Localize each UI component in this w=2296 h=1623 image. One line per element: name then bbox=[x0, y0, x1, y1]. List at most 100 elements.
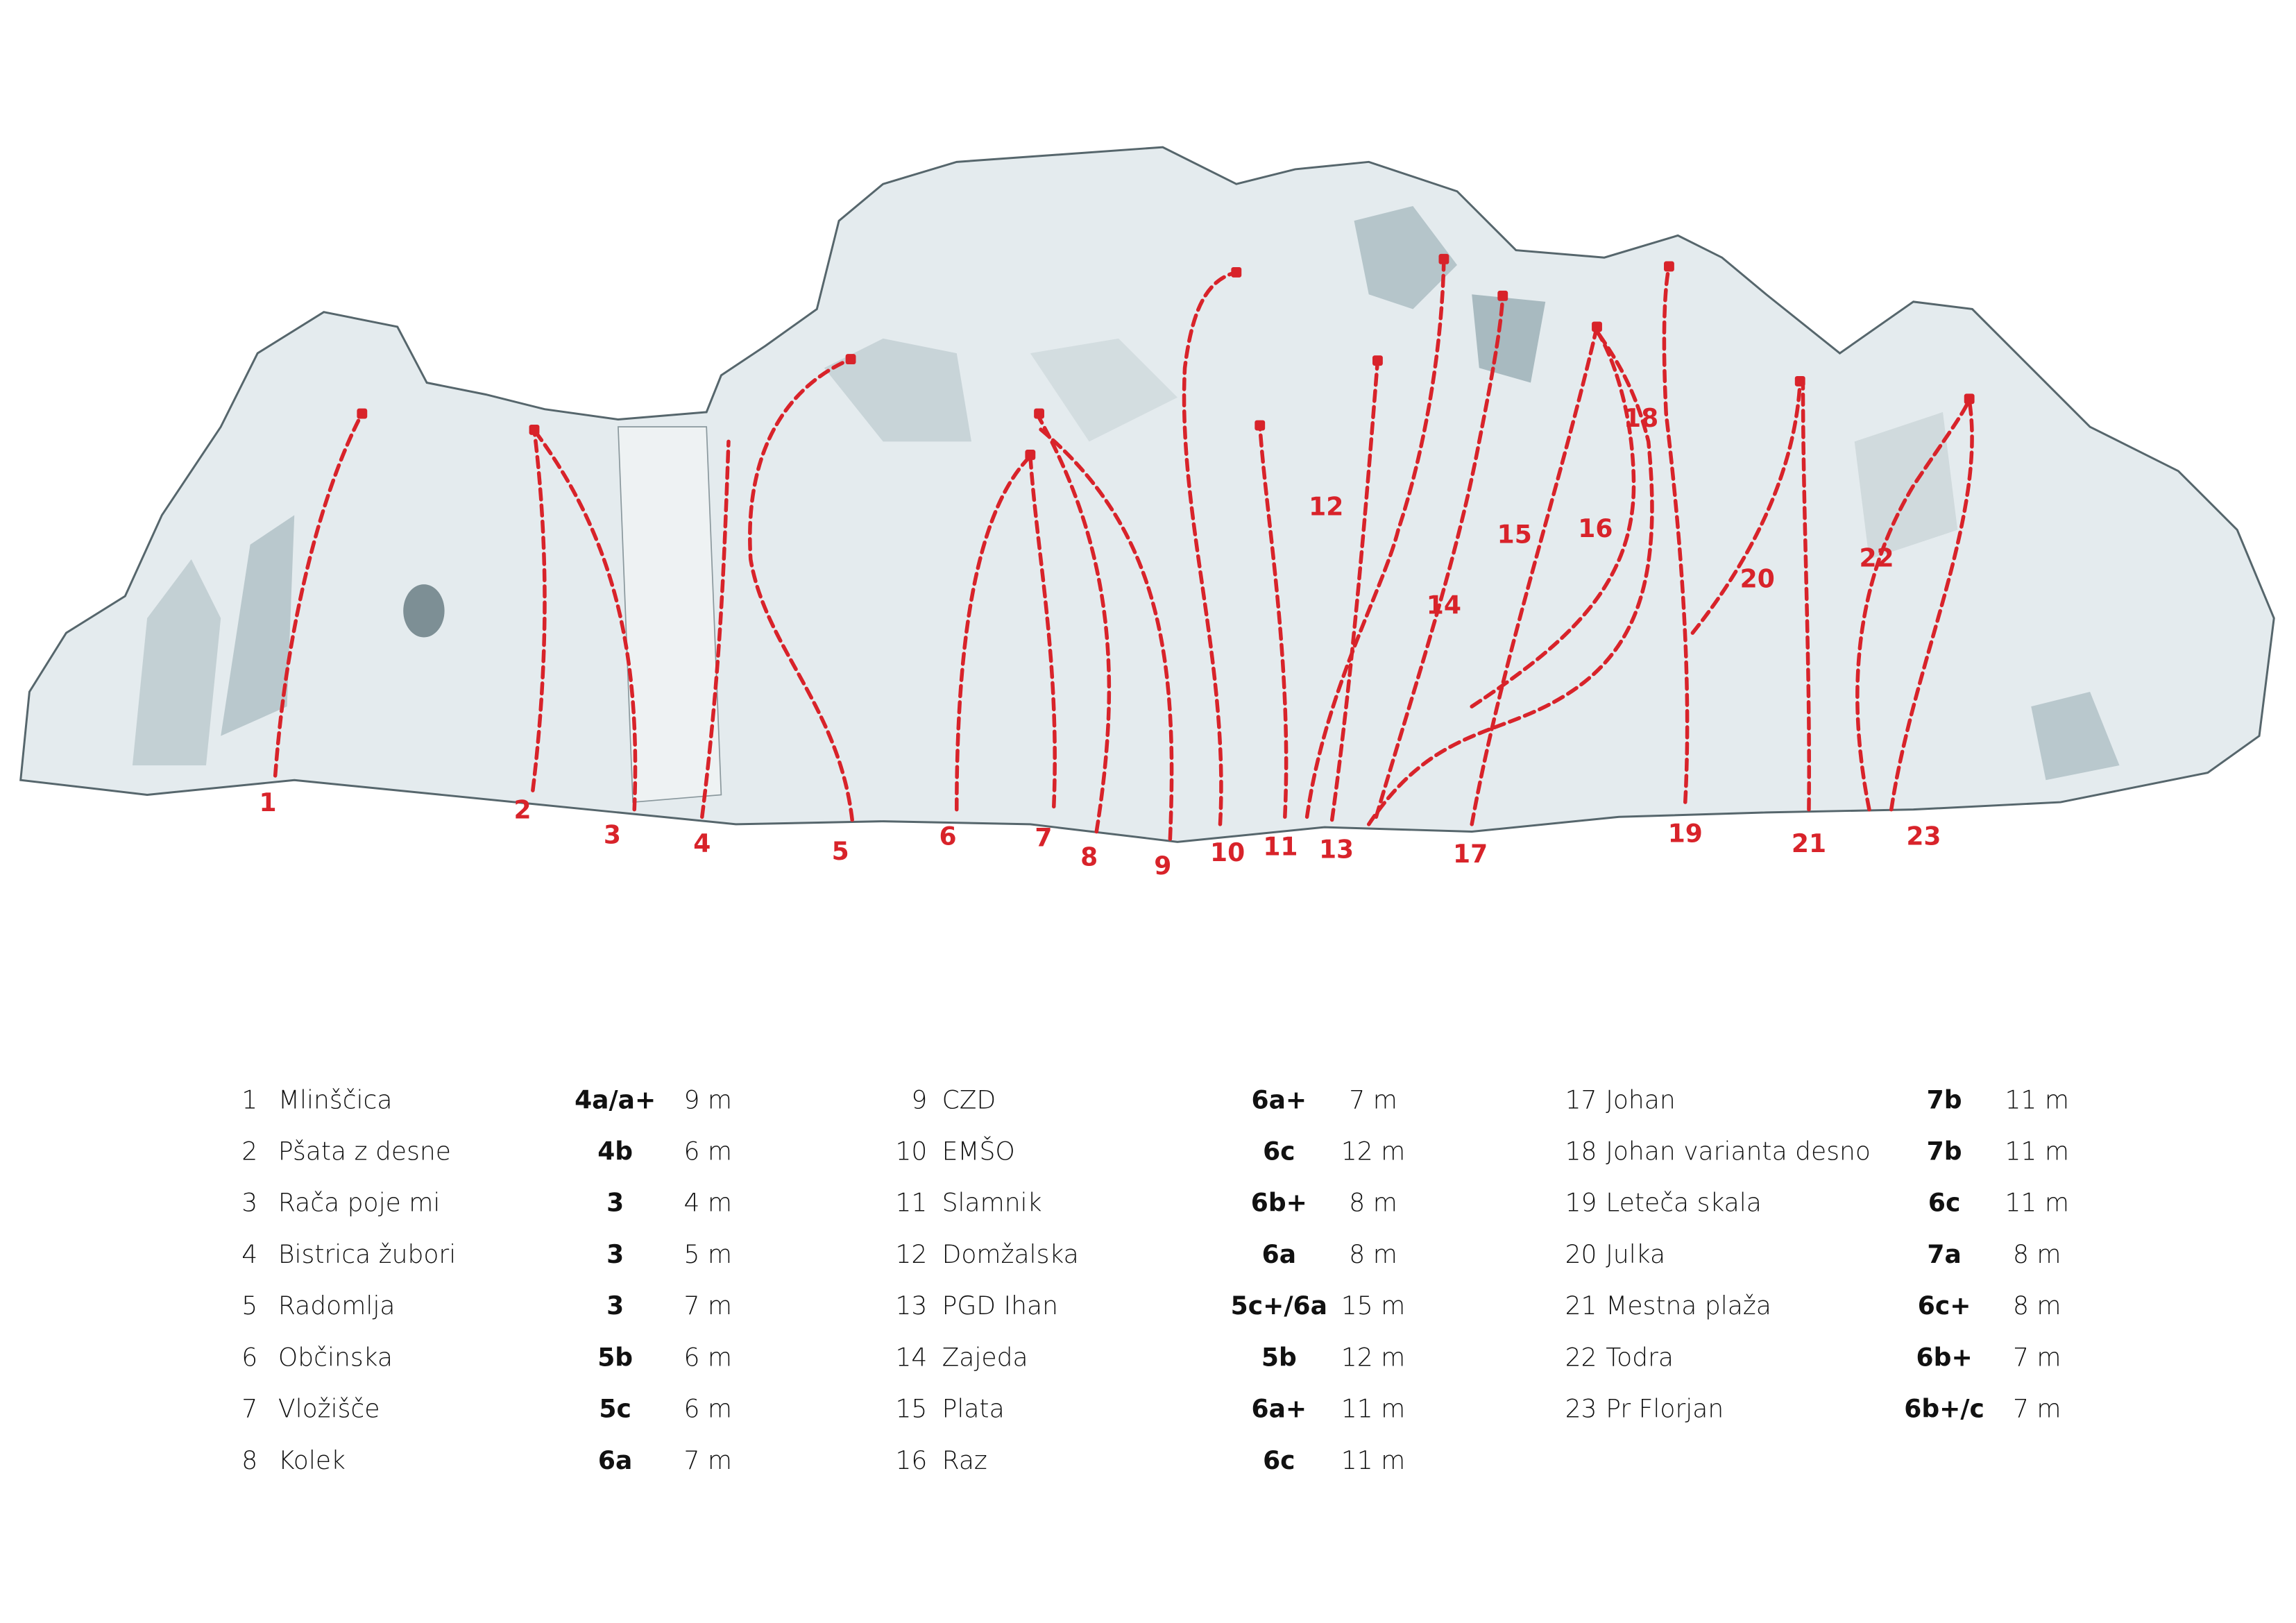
route-name: Pšata z desne bbox=[278, 1137, 451, 1168]
route-number: 5 bbox=[241, 1292, 258, 1322]
route-length: 6 m bbox=[683, 1395, 733, 1425]
route-name: Todra bbox=[1606, 1343, 1674, 1374]
route-name: PGD Ihan bbox=[942, 1292, 1058, 1322]
route-grade: 6a bbox=[1261, 1241, 1297, 1271]
anchor-icon bbox=[357, 408, 368, 419]
anchor-icon bbox=[1964, 393, 1975, 405]
route-label: 11 bbox=[1263, 832, 1298, 861]
route-label: 17 bbox=[1453, 840, 1488, 869]
route-label: 16 bbox=[1578, 514, 1613, 543]
route-number: 9 bbox=[911, 1086, 928, 1116]
route-line-12 bbox=[1304, 257, 1446, 819]
route-label: 8 bbox=[1080, 842, 1098, 872]
route-grade: 6c bbox=[1928, 1189, 1961, 1219]
route-line-10 bbox=[1182, 270, 1239, 826]
route-length: 8 m bbox=[1349, 1189, 1397, 1219]
route-line-14 bbox=[1374, 294, 1505, 819]
anchor-icon bbox=[1025, 450, 1036, 460]
route-length: 7 m bbox=[2012, 1395, 2061, 1425]
route-label: 4 bbox=[693, 829, 711, 858]
route-length: 6 m bbox=[683, 1343, 733, 1374]
route-label: 9 bbox=[1154, 851, 1171, 881]
route-grade: 6a bbox=[597, 1447, 633, 1477]
route-name: Bistrica žubori bbox=[278, 1241, 457, 1271]
route-line-19 bbox=[1664, 411, 1690, 804]
route-number: 22 bbox=[1565, 1343, 1597, 1374]
route-line-8 bbox=[1035, 413, 1112, 834]
route-number: 14 bbox=[895, 1343, 928, 1374]
route-line-23 bbox=[1889, 398, 1974, 812]
route-length: 12 m bbox=[1341, 1137, 1406, 1168]
route-line-20 bbox=[1690, 379, 1802, 635]
route-length: 8 m bbox=[2012, 1241, 2061, 1271]
route-number: 20 bbox=[1565, 1241, 1597, 1271]
route-number: 13 bbox=[895, 1292, 928, 1322]
route-grade: 5b bbox=[597, 1343, 633, 1374]
route-name: Vložišče bbox=[278, 1395, 380, 1425]
route-label: 6 bbox=[939, 822, 957, 851]
route-name: Mlinščica bbox=[278, 1086, 393, 1116]
route-label: 2 bbox=[513, 795, 531, 824]
crag-topo-drawing: 1 2 3 4 5 6 7 8 9 10 11 12 13 14 15 16 1… bbox=[19, 146, 2275, 881]
route-name: Rača poje mi bbox=[278, 1189, 441, 1219]
anchor-icon bbox=[845, 354, 856, 364]
route-name: Slamnik bbox=[942, 1189, 1042, 1219]
route-number: 6 bbox=[241, 1343, 258, 1374]
route-line-2 bbox=[531, 427, 547, 792]
route-name: Mestna plaža bbox=[1606, 1292, 1771, 1322]
route-line-11 bbox=[1257, 423, 1289, 819]
route-grade: 5c bbox=[599, 1395, 631, 1425]
route-line-3 bbox=[535, 432, 638, 812]
anchor-icon bbox=[1497, 290, 1508, 301]
route-label: 20 bbox=[1740, 564, 1775, 593]
route-grade: 7b bbox=[1926, 1086, 1962, 1116]
route-number: 17 bbox=[1565, 1086, 1597, 1116]
route-number: 2 bbox=[241, 1137, 258, 1168]
route-length: 8 m bbox=[2012, 1292, 2061, 1322]
route-name: Raz bbox=[942, 1447, 987, 1477]
route-number: 18 bbox=[1565, 1137, 1597, 1168]
route-line-6 bbox=[955, 454, 1032, 812]
route-number: 1 bbox=[241, 1086, 258, 1116]
anchor-icon bbox=[1592, 321, 1602, 332]
route-label: 14 bbox=[1427, 591, 1461, 620]
anchor-icon bbox=[1255, 420, 1266, 431]
route-label: 18 bbox=[1624, 404, 1658, 433]
route-grade: 6c+ bbox=[1917, 1292, 1971, 1322]
route-name: Pr Florjan bbox=[1606, 1395, 1724, 1425]
route-length: 11 m bbox=[1341, 1395, 1406, 1425]
route-name: Johan bbox=[1606, 1086, 1676, 1116]
anchor-icon bbox=[1438, 253, 1449, 264]
route-grade: 3 bbox=[606, 1189, 624, 1219]
route-line-22 bbox=[1855, 397, 1971, 812]
route-grade: 7b bbox=[1926, 1137, 1962, 1168]
route-number: 7 bbox=[241, 1395, 258, 1425]
route-grade: 4a/a+ bbox=[575, 1086, 656, 1116]
route-grade: 3 bbox=[606, 1292, 624, 1322]
route-grade: 6c bbox=[1263, 1447, 1295, 1477]
route-name: Domžalska bbox=[942, 1241, 1079, 1271]
route-name: EMŠO bbox=[942, 1137, 1015, 1168]
route-number: 12 bbox=[895, 1241, 928, 1271]
route-length: 11 m bbox=[2005, 1086, 2069, 1116]
route-grade: 5b bbox=[1261, 1343, 1297, 1374]
route-grade: 6a+ bbox=[1251, 1086, 1307, 1116]
route-number: 10 bbox=[895, 1137, 928, 1168]
route-name: Radomlja bbox=[278, 1292, 396, 1322]
route-label: 23 bbox=[1906, 822, 1941, 851]
route-length: 6 m bbox=[683, 1137, 733, 1168]
route-name: Johan varianta desno bbox=[1606, 1137, 1871, 1168]
route-name: Kolek bbox=[278, 1447, 346, 1477]
route-name: Leteča skala bbox=[1606, 1189, 1762, 1219]
route-label: 5 bbox=[832, 837, 849, 866]
route-number: 16 bbox=[895, 1447, 928, 1477]
route-line-4 bbox=[700, 439, 731, 819]
route-length: 8 m bbox=[1349, 1241, 1397, 1271]
route-labels: 1 2 3 4 5 6 7 8 9 10 11 12 13 14 15 16 1… bbox=[260, 404, 1941, 881]
route-grade: 3 bbox=[606, 1241, 624, 1271]
route-line-18 bbox=[1662, 264, 1672, 416]
route-number: 23 bbox=[1565, 1395, 1597, 1425]
route-name: Julka bbox=[1606, 1241, 1666, 1271]
route-label: 19 bbox=[1668, 819, 1703, 848]
